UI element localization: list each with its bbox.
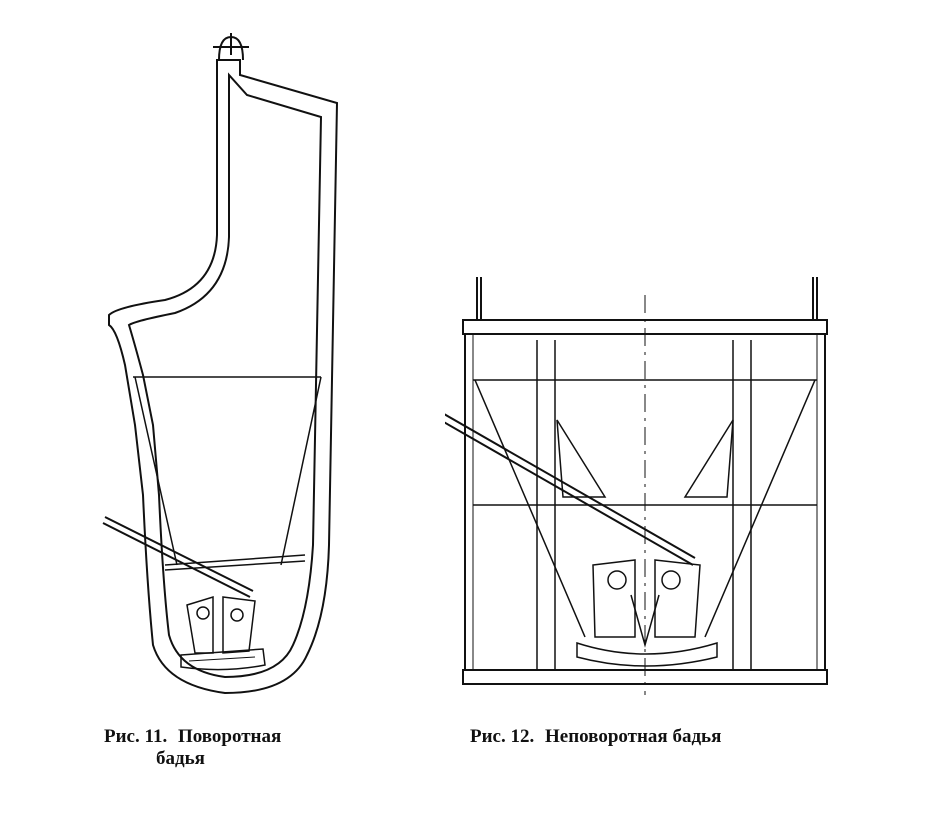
caption-11-number: 11. xyxy=(144,726,168,747)
gate-mechanism xyxy=(577,560,717,666)
lifting-eye xyxy=(213,33,249,60)
caption-12-title: Неповоротная бадья xyxy=(545,726,722,747)
hopper-bottom-line xyxy=(165,555,305,565)
figure-12-fixed-bucket xyxy=(445,265,845,705)
caption-figure-12: Рис. 12. Неповоротная бадья xyxy=(470,726,810,748)
figure-11-rotary-bucket xyxy=(95,25,355,710)
gate-mechanism xyxy=(181,597,265,670)
caption-12-number: 12. xyxy=(510,726,535,747)
caption-12-label: Рис. xyxy=(470,726,506,747)
lifting-hooks xyxy=(477,277,817,320)
fixed-bucket-drawing xyxy=(445,265,845,705)
gate-lever xyxy=(103,517,253,597)
caption-11-label: Рис. xyxy=(104,726,140,747)
gate-lever xyxy=(445,410,695,565)
caption-11-title-line1: Поворотная xyxy=(177,726,282,747)
caption-11-title-line2: бадья xyxy=(156,748,205,769)
outer-shell xyxy=(109,60,337,693)
rotary-bucket-drawing xyxy=(95,25,355,710)
inner-shell xyxy=(129,75,321,677)
hopper-cone xyxy=(135,377,321,565)
caption-figure-11: Рис. 11. Поворотная бадья xyxy=(104,726,364,770)
hopper-cone xyxy=(475,380,815,637)
